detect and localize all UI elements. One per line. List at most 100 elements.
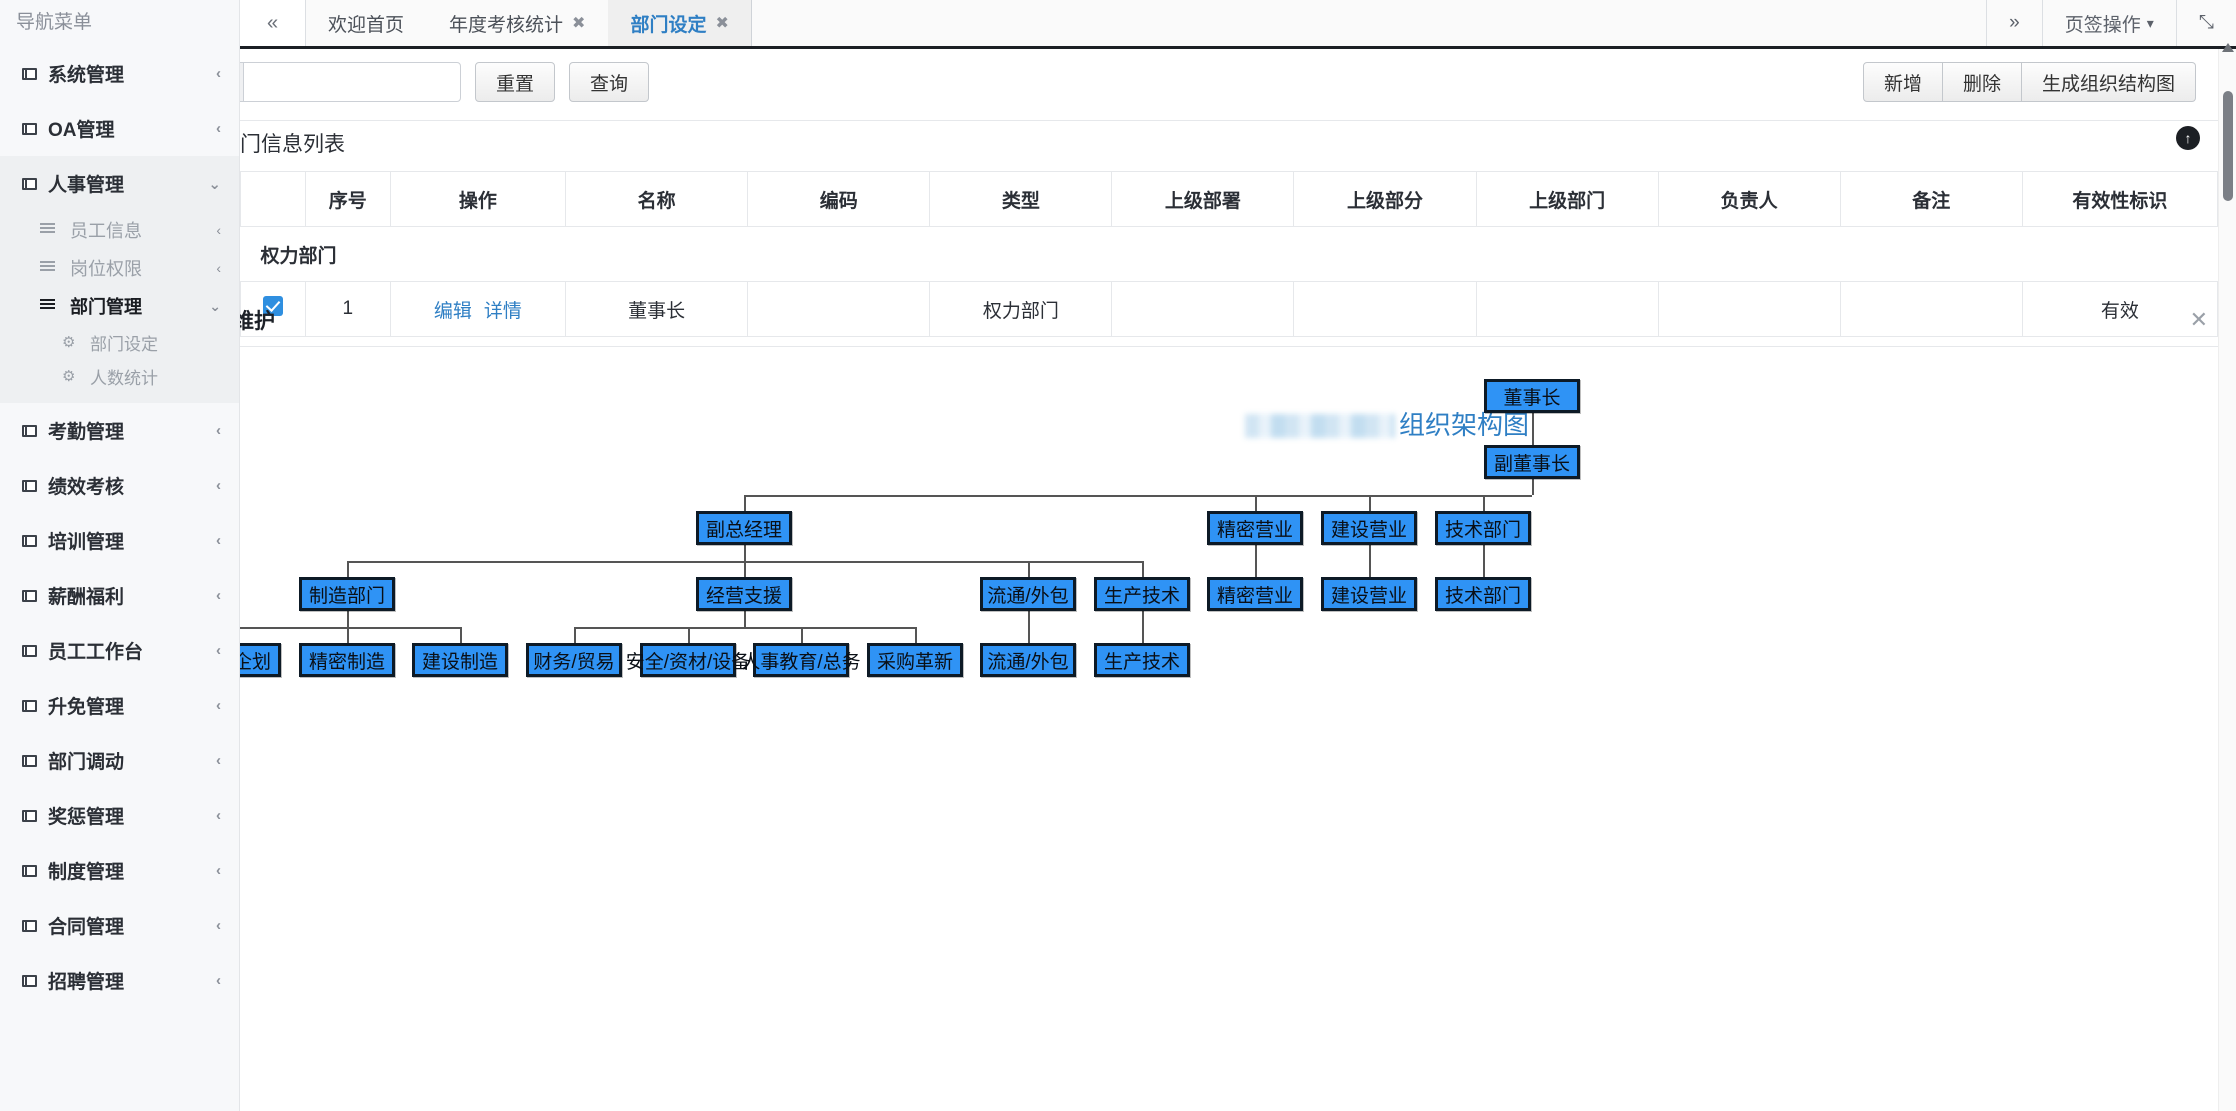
sidebar-item-headcount-stats[interactable]: ⚙ 人数统计: [0, 359, 239, 393]
org-chart-edge: [1255, 495, 1257, 511]
scroll-tabs-right-icon[interactable]: »: [1986, 0, 2042, 46]
add-button[interactable]: 新增: [1862, 62, 1943, 102]
org-chart-node[interactable]: 建设营业: [1321, 577, 1417, 611]
sidebar-item-department-management[interactable]: 部门管理 ⌄: [0, 287, 239, 325]
table-header-row: 序号 操作 名称 编码 类型 上级部署 上级部分 上级部门 负责人 备注 有效性…: [239, 171, 2219, 227]
delete-button[interactable]: 删除: [1942, 62, 2022, 102]
sidebar-item-contract-management[interactable]: 合同管理 ‹: [0, 898, 239, 953]
org-chart-node[interactable]: 精密制造: [299, 643, 395, 677]
org-chart-node[interactable]: 副总经理: [696, 511, 792, 545]
org-chart-node[interactable]: 董事长: [1484, 379, 1580, 413]
col-valid-flag: 有效性标识: [2021, 171, 2219, 227]
org-chart-node[interactable]: 制造企划: [240, 643, 281, 677]
scroll-up-arrow-icon[interactable]: [2222, 43, 2234, 52]
sidebar-item-post-permission[interactable]: 岗位权限 ‹: [0, 249, 239, 287]
vertical-scrollbar[interactable]: [2218, 43, 2236, 1111]
sidebar-item-department-transfer[interactable]: 部门调动 ‹: [0, 733, 239, 788]
row-checkbox[interactable]: [263, 296, 284, 316]
org-chart-edge: [744, 611, 746, 627]
sidebar-item-label: 升免管理: [48, 697, 125, 718]
sidebar-item-hr-management[interactable]: 人事管理 ⌄: [0, 156, 239, 211]
book-icon: [22, 974, 48, 987]
org-chart-title: 组织架构图: [1245, 405, 1529, 442]
sidebar-title: 导航菜单: [16, 12, 93, 33]
reset-button[interactable]: 重置: [475, 62, 556, 102]
info-maintenance-panel-header: 息维护 ✕: [212, 293, 2236, 347]
row-seq: 1: [305, 281, 391, 337]
org-chart-edge: [574, 627, 915, 629]
org-chart-node[interactable]: 建设制造: [412, 643, 508, 677]
close-icon[interactable]: ✖: [715, 15, 729, 32]
org-chart-node[interactable]: 生产技术: [1094, 577, 1190, 611]
chevron-right-icon: ‹: [216, 807, 221, 824]
tab-department-setting[interactable]: 部门设定 ✖: [608, 0, 752, 46]
query-button[interactable]: 查询: [569, 62, 650, 102]
col-parent-dept: 上级部门: [1475, 171, 1659, 227]
edit-link[interactable]: 编辑: [433, 300, 472, 322]
org-chart-node[interactable]: 经营支援: [696, 577, 792, 611]
main-content: « 欢迎首页 年度考核统计 ✖ 部门设定 ✖ » 页签操作 ▾ ⤡: [180, 0, 2236, 1111]
chevron-right-icon: ‹: [216, 222, 221, 238]
generate-org-chart-button[interactable]: 生成组织结构图: [2021, 62, 2196, 102]
col-remark: 备注: [1839, 171, 2023, 227]
page-operations-label: 页签操作: [2064, 14, 2141, 36]
name-search-input[interactable]: [243, 62, 462, 102]
org-chart-node[interactable]: 副董事长: [1484, 445, 1580, 479]
close-icon[interactable]: ✕: [2189, 306, 2208, 332]
sidebar-item-employee-info[interactable]: 员工信息 ‹: [0, 211, 239, 249]
org-chart-node[interactable]: 人事教育/总务: [741, 643, 861, 677]
org-chart-edge: [744, 545, 746, 561]
sidebar-item-label: 制度管理: [48, 862, 125, 883]
gears-icon: ⚙: [62, 333, 76, 351]
org-chart-node[interactable]: 技术部门: [1435, 511, 1531, 545]
scroll-to-top-icon[interactable]: ↑: [2176, 126, 2200, 150]
col-type: 类型: [929, 171, 1113, 227]
org-chart-node[interactable]: 流通/外包: [980, 577, 1076, 611]
sidebar-item-compensation-benefits[interactable]: 薪酬福利 ‹: [0, 568, 239, 623]
sidebar-item-oa-management[interactable]: OA管理 ‹: [0, 101, 239, 156]
sidebar-item-promotion-management[interactable]: 升免管理 ‹: [0, 678, 239, 733]
org-chart-node[interactable]: 流通/外包: [980, 643, 1076, 677]
sidebar-item-employee-workbench[interactable]: 员工工作台 ‹: [0, 623, 239, 678]
fullscreen-icon[interactable]: ⤡: [2175, 0, 2236, 46]
table-row[interactable]: 1 编辑详情 董事长 权力部门 有效: [239, 281, 2219, 337]
book-icon: [22, 809, 48, 822]
sidebar-item-department-setting[interactable]: ⚙ 部门设定: [0, 325, 239, 359]
org-chart-node[interactable]: 生产技术: [1094, 643, 1190, 677]
toolbar-divider: [240, 120, 2218, 121]
tab-welcome-home[interactable]: 欢迎首页: [306, 0, 427, 46]
sidebar-item-attendance-management[interactable]: 考勤管理 ‹: [0, 403, 239, 458]
chevron-down-icon: ⌄: [208, 175, 221, 193]
org-chart-node[interactable]: 建设营业: [1321, 511, 1417, 545]
sidebar-item-policy-management[interactable]: 制度管理 ‹: [0, 843, 239, 898]
scroll-tabs-left-icon[interactable]: «: [240, 0, 306, 46]
row-checkbox-cell[interactable]: [239, 281, 307, 337]
sidebar-item-system-management[interactable]: 系统管理 ‹: [0, 46, 239, 101]
org-chart-node[interactable]: 财务/贸易: [526, 643, 622, 677]
close-icon[interactable]: ✖: [572, 15, 586, 32]
tab-bar-spacer: [752, 0, 1986, 46]
detail-link[interactable]: 详情: [483, 300, 522, 322]
org-chart-edge: [1483, 495, 1485, 511]
org-chart-node[interactable]: 精密营业: [1207, 511, 1303, 545]
sidebar-item-label: 薪酬福利: [48, 587, 125, 608]
sidebar-leaf-label: 部门设定: [90, 334, 158, 354]
sidebar-item-training-management[interactable]: 培训管理 ‹: [0, 513, 239, 568]
tab-label: 欢迎首页: [328, 14, 405, 36]
org-chart-node[interactable]: 采购革新: [867, 643, 963, 677]
sidebar-item-reward-punishment[interactable]: 奖惩管理 ‹: [0, 788, 239, 843]
page-operations-dropdown[interactable]: 页签操作 ▾: [2041, 0, 2176, 46]
org-chart-node[interactable]: 技术部门: [1435, 577, 1531, 611]
scrollbar-thumb[interactable]: [2223, 91, 2233, 201]
org-chart-node[interactable]: 安全/资材/设备: [626, 643, 750, 677]
chevron-right-icon: ‹: [216, 260, 221, 276]
sidebar-item-performance-review[interactable]: 绩效考核 ‹: [0, 458, 239, 513]
org-chart-node[interactable]: 精密营业: [1207, 577, 1303, 611]
tab-annual-review-stats[interactable]: 年度考核统计 ✖: [427, 0, 608, 46]
row-operations: 编辑详情: [389, 281, 567, 337]
book-icon: [22, 177, 48, 190]
chevron-right-icon: ‹: [216, 697, 221, 714]
org-chart-node[interactable]: 制造部门: [299, 577, 395, 611]
row-parent-part: [1293, 281, 1477, 337]
sidebar-item-recruitment-management[interactable]: 招聘管理 ‹: [0, 953, 239, 1008]
